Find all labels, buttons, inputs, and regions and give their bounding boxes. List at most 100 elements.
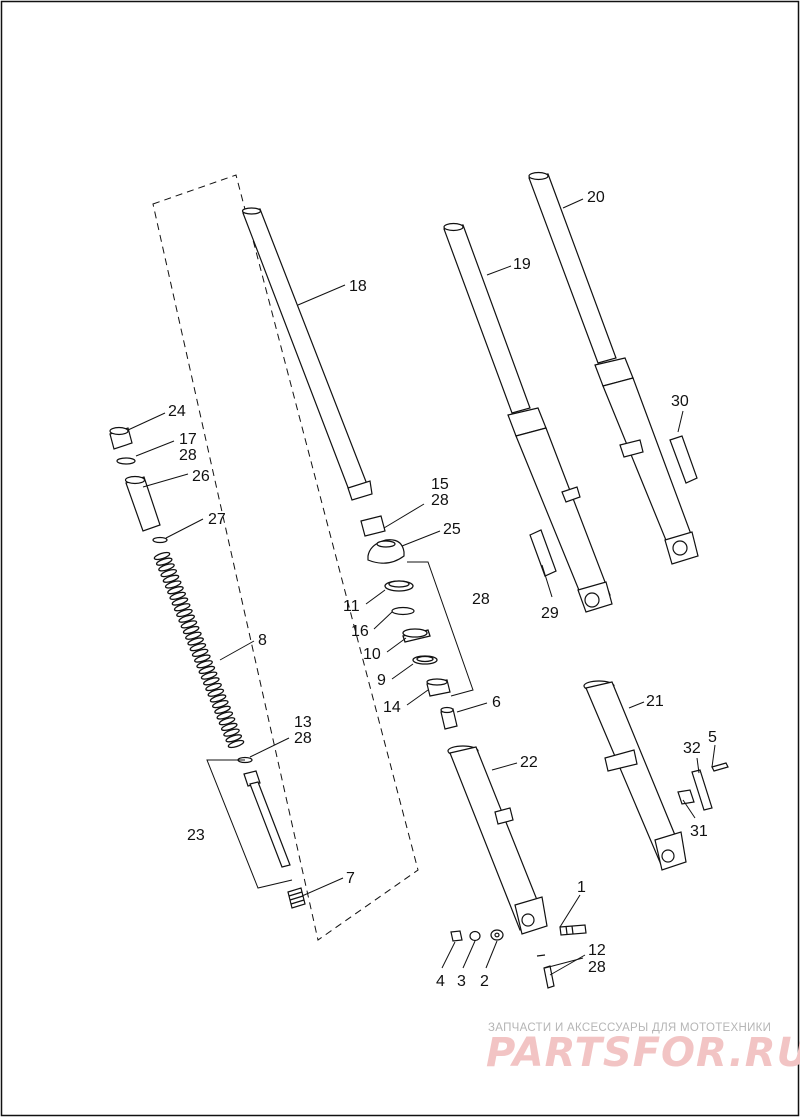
- callout-23: 23: [187, 827, 205, 844]
- spring-coil: [196, 660, 213, 669]
- callout-4: 4: [436, 973, 445, 990]
- part-18-fork-tube: [241, 207, 373, 501]
- spring-coil: [209, 694, 227, 703]
- spring-coil: [191, 648, 209, 657]
- spring-coil: [205, 682, 222, 692]
- spring-coil: [198, 665, 216, 675]
- part-27-washer: [152, 536, 168, 544]
- callout-6: 6: [492, 694, 501, 711]
- spring-coil: [203, 677, 220, 686]
- spring-coil: [173, 603, 191, 612]
- callout-19: 19: [513, 256, 531, 273]
- spring-coil: [223, 728, 240, 737]
- bracket-28: [407, 561, 474, 697]
- callout-27: 27: [208, 511, 226, 528]
- callout-14: 14: [383, 699, 401, 716]
- part-22-fork-slider: [447, 745, 548, 935]
- callout-26: 26: [192, 468, 210, 485]
- part-29-reflector: [529, 529, 557, 577]
- callout-1: 1: [577, 879, 586, 896]
- spring-coil: [162, 574, 180, 583]
- callout-28-b: 28: [294, 730, 312, 747]
- part-17-oring: [116, 457, 136, 465]
- spring-coil: [176, 608, 193, 618]
- spring-coil: [158, 563, 175, 572]
- spring-coil: [212, 699, 229, 709]
- part-14-bushing: [426, 678, 451, 697]
- spring-coil: [220, 722, 238, 732]
- spring-coil: [171, 597, 189, 606]
- callout-3: 3: [457, 973, 466, 990]
- part-3-lockwasher: [469, 930, 481, 942]
- spring-coil: [180, 620, 198, 629]
- spring-coil: [185, 631, 202, 640]
- bracket-23: [206, 759, 293, 889]
- spring-coil: [189, 643, 207, 652]
- part-19-fork-assembly: [443, 222, 613, 613]
- callout-30: 30: [671, 393, 689, 410]
- callout-17: 17: [179, 431, 197, 448]
- part-5-screw: [711, 762, 729, 772]
- part-21-fork-slider: [583, 680, 687, 871]
- part-4-nut: [450, 930, 463, 942]
- callout-24: 24: [168, 403, 186, 420]
- spring-coil: [216, 711, 234, 720]
- spring-coil: [194, 654, 211, 663]
- callout-20: 20: [587, 189, 605, 206]
- callout-10: 10: [363, 646, 381, 663]
- callout-25: 25: [443, 521, 461, 538]
- callout-22: 22: [520, 754, 538, 771]
- spring-coil: [227, 739, 245, 749]
- part-20-fork-assembly: [528, 171, 699, 565]
- watermark-logo: PARTSFOR.RU: [486, 1030, 800, 1076]
- callout-28-d: 28: [472, 591, 490, 608]
- part-10-oil-seal: [402, 628, 431, 643]
- callout-7: 7: [346, 870, 355, 887]
- part-31-caliper-clip: [677, 789, 695, 805]
- dashed-group-outline: [152, 174, 419, 941]
- spring-coil: [182, 625, 200, 635]
- spring-coil: [160, 568, 178, 578]
- spring-coil: [214, 705, 231, 714]
- part-1-axle-bolt: [559, 924, 587, 936]
- part-26-spacer: [124, 475, 161, 532]
- callout-9: 9: [377, 672, 386, 689]
- leader-lines: [127, 198, 716, 976]
- part-23-damper-rod: [243, 770, 291, 868]
- callout-31: 31: [690, 823, 708, 840]
- callout-8: 8: [258, 632, 267, 649]
- spring-coil: [225, 734, 243, 743]
- callout-21: 21: [646, 693, 664, 710]
- part-11-seal-ring: [384, 580, 414, 592]
- callout-28-e: 28: [588, 959, 606, 976]
- spring-coil: [178, 614, 195, 623]
- part-30-reflector: [669, 435, 698, 484]
- callout-12: 12: [588, 942, 606, 959]
- callout-5: 5: [708, 729, 717, 746]
- spring-coil: [164, 580, 182, 589]
- part-2-washer: [490, 929, 504, 941]
- spring-coil: [155, 557, 173, 566]
- spring-coil: [207, 688, 225, 697]
- callout-2: 2: [480, 973, 489, 990]
- spring-coil: [153, 551, 171, 561]
- callout-15: 15: [431, 476, 449, 493]
- spring-coil: [187, 637, 204, 646]
- callout-28-a: 28: [179, 447, 197, 464]
- part-16-clip: [391, 606, 415, 616]
- part-9-washer: [412, 655, 438, 665]
- part-6-cone: [440, 706, 458, 730]
- callout-29: 29: [541, 605, 559, 622]
- callout-32: 32: [683, 740, 701, 757]
- callout-11: 11: [343, 598, 360, 615]
- part-12-pinch-bolt: [536, 954, 555, 989]
- watermark-tagline: ЗАПЧАСТИ И АКСЕССУАРЫ ДЛЯ МОТОТЕХНИКИ: [488, 1022, 772, 1034]
- part-25-dust-boot: [367, 539, 405, 564]
- callout-16: 16: [351, 623, 369, 640]
- spring-coil: [218, 717, 236, 726]
- spring-coil: [167, 586, 184, 595]
- part-8-spring: [153, 551, 245, 749]
- callout-13: 13: [294, 714, 312, 731]
